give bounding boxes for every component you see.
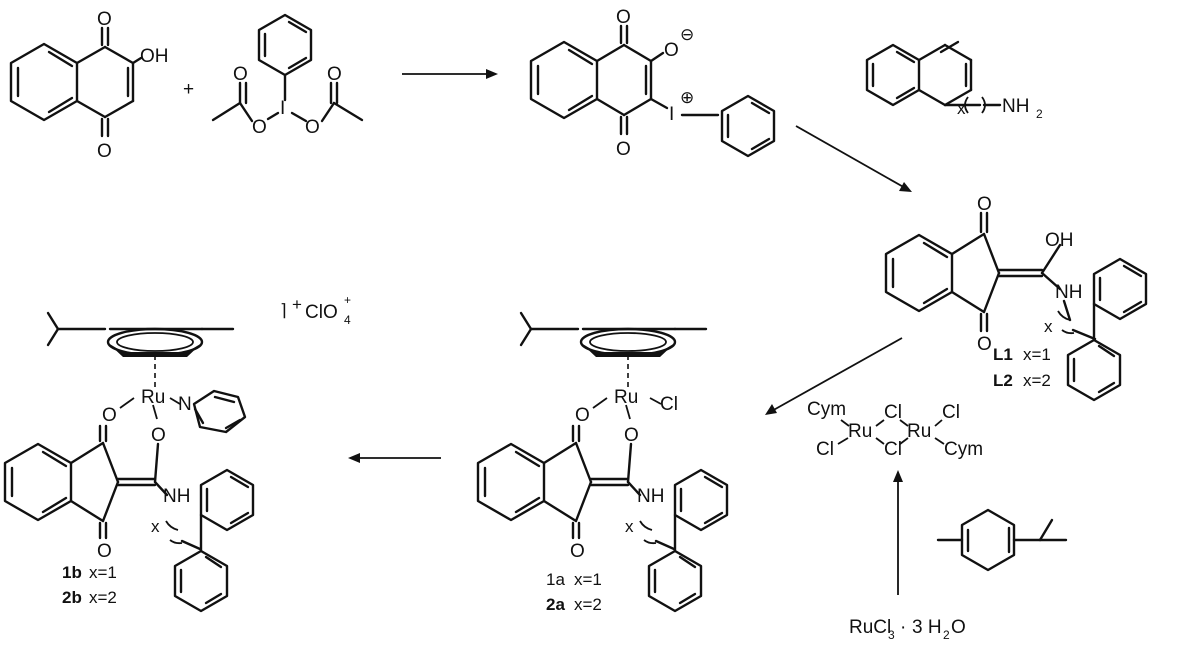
atom-cl: Cl <box>816 439 834 460</box>
atom-o: O <box>102 405 117 426</box>
reaction-arrow <box>769 337 903 413</box>
iodobenzene-diacetate: I O O O O <box>211 13 364 138</box>
atom-o: O <box>97 9 112 30</box>
complex-b: ⌉ + ClO 4 + Ru O O N O NH x <box>3 293 351 613</box>
atom-o: O <box>570 541 585 562</box>
atom-cl: Cl <box>884 439 902 460</box>
label-text: x=1 <box>89 563 117 582</box>
atom-nh2: NH <box>1002 96 1029 117</box>
atom-o: O <box>624 425 639 446</box>
plus-sign: + <box>183 79 194 100</box>
atom-o: O <box>977 194 992 215</box>
atom-o: O <box>151 425 166 446</box>
negative-charge: ⊖ <box>680 25 694 44</box>
positive-charge: ⊕ <box>680 88 694 107</box>
label-text: O <box>951 617 966 638</box>
atom-o: O <box>575 405 590 426</box>
atom-o: O <box>977 334 992 355</box>
atom-ru: Ru <box>848 421 872 442</box>
hydroxynaphthoquinone: O O OH <box>9 9 169 162</box>
reaction-arrow <box>795 125 908 190</box>
atom-cl: Cl <box>942 402 960 423</box>
atom-nh: NH <box>1055 282 1082 303</box>
repeat-x: x <box>957 99 966 118</box>
label-text: x=1 <box>574 570 602 589</box>
label-text: 3 H <box>912 617 942 638</box>
atom-o: O <box>305 117 320 138</box>
atom-oh: OH <box>1045 230 1074 251</box>
label-text: 2 <box>1036 107 1043 121</box>
atom-cl: Cl <box>660 394 678 415</box>
label-text: 3 <box>888 628 895 642</box>
compound-label: 1a <box>546 570 565 589</box>
ruthenium-trichloride: RuCl 3 · 3 H 2 O <box>849 617 966 642</box>
label-text: x=2 <box>89 588 117 607</box>
ligand-L: O O OH NH x L1 x=1 L2 x=2 <box>884 194 1148 402</box>
alpha-terpinene <box>936 508 1068 572</box>
label-text: RuCl <box>849 617 891 638</box>
atom-o: O <box>97 541 112 562</box>
atom-o: O <box>97 141 112 162</box>
atom-o: O <box>616 139 631 160</box>
atom-ru: Ru <box>907 421 931 442</box>
compound-label: 2b <box>62 588 82 607</box>
atom-o: O <box>252 117 267 138</box>
atom-nh: NH <box>637 486 664 507</box>
atom-nh: NH <box>163 486 190 507</box>
compound-label: L2 <box>993 371 1013 390</box>
atom-n: N <box>178 394 192 415</box>
label-text: x=2 <box>574 595 602 614</box>
atom-o: O <box>327 64 342 85</box>
atom-cl: Cl <box>884 402 902 423</box>
atom-ru: Ru <box>614 387 638 408</box>
atom-o: O <box>233 64 248 85</box>
ligand-cym: Cym <box>807 399 846 420</box>
perchlorate: ClO <box>305 302 338 323</box>
complex-a: Ru Cl O O O NH x 1a x=1 <box>476 311 729 614</box>
label-text: + <box>292 295 302 314</box>
iodonium-ylide: O O O ⊖ I ⊕ <box>529 7 776 160</box>
repeat-x: x <box>625 517 634 536</box>
repeat-x: x <box>1044 317 1053 336</box>
ruthenium-dimer: Cym Cl Cl Ru Ru Cl Cl Cym <box>807 399 983 460</box>
label-text: 4 <box>344 313 351 327</box>
ligand-cym: Cym <box>944 439 983 460</box>
compound-label: 1b <box>62 563 82 582</box>
bracket-charge: ⌉ <box>280 301 287 320</box>
compound-label: L1 <box>993 345 1013 364</box>
label-text: · <box>900 617 906 638</box>
label-text: 2 <box>943 628 950 642</box>
atom-o: O <box>664 40 679 61</box>
atom-i: I <box>280 98 285 119</box>
label-text: + <box>344 293 351 307</box>
label-text: x=1 <box>1023 345 1051 364</box>
atom-o: O <box>616 7 631 28</box>
atom-oh: OH <box>140 46 169 67</box>
atom-ru: Ru <box>141 387 165 408</box>
repeat-x: x <box>151 517 160 536</box>
compound-label: 2a <box>546 595 565 614</box>
naphthylalkylamine: x NH 2 <box>865 40 1043 121</box>
atom-i: I <box>669 104 674 125</box>
label-text: x=2 <box>1023 371 1051 390</box>
